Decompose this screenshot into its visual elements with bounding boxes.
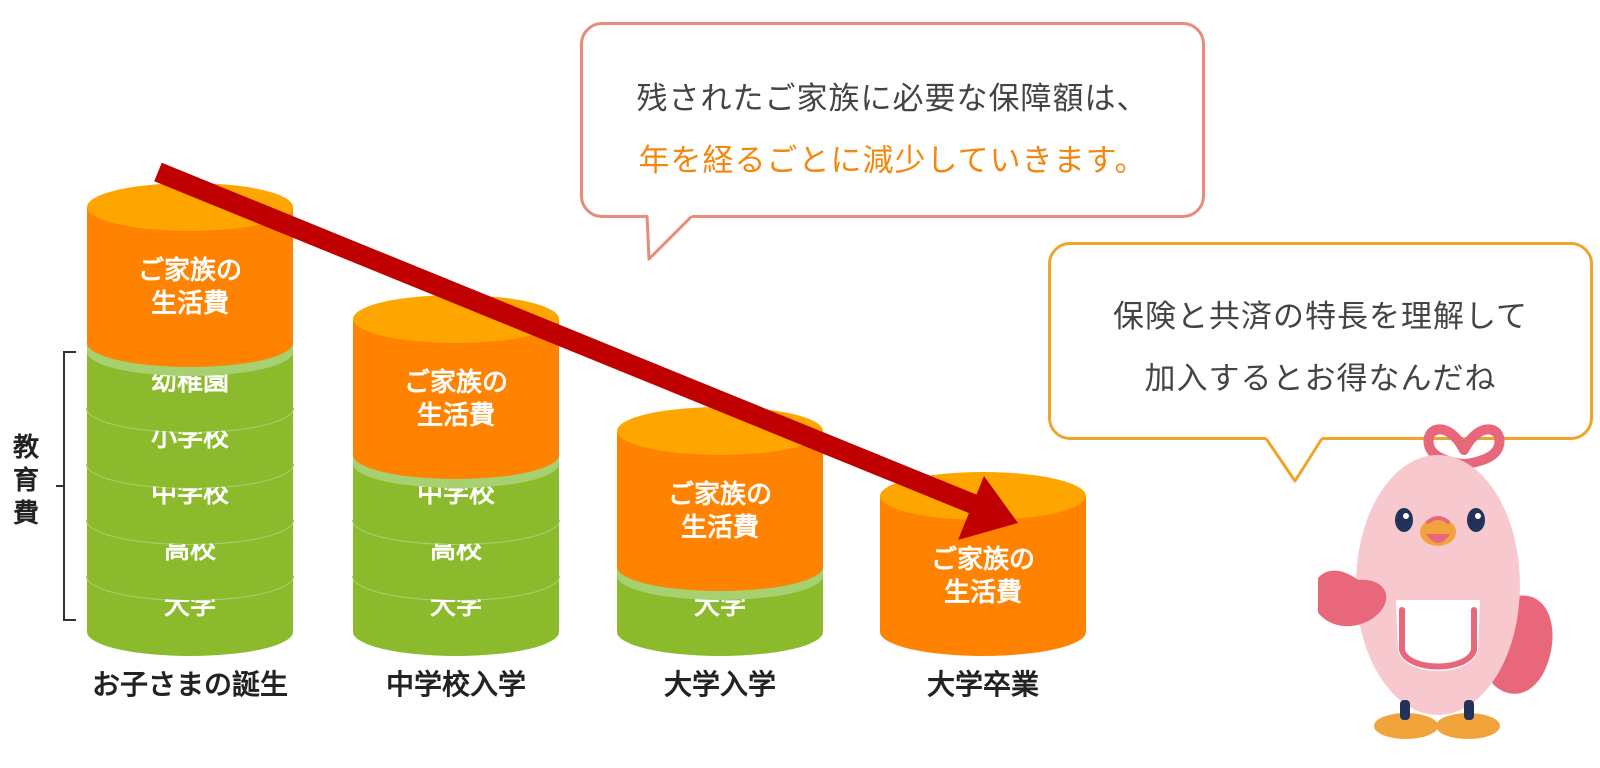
- speech-bubble-decreasing-coverage: 残されたご家族に必要な保障額は、 年を経るごとに減少していきます。: [580, 22, 1205, 261]
- stage-label: 大学卒業: [927, 668, 1039, 701]
- living-expense-segment: [617, 431, 823, 591]
- decreasing-arrow-shaft: [154, 162, 982, 516]
- stage-label: 中学校入学: [386, 668, 526, 701]
- living-expense-label: ご家族の生活費: [931, 544, 1035, 608]
- bubble-tail-icon: [645, 215, 695, 261]
- speech-bubble-mascot: 保険と共済の特長を理解して 加入するとお得なんだね: [1048, 242, 1593, 483]
- bubble-right-line-2: 加入するとお得なんだね: [1144, 361, 1497, 397]
- cylinder-top: [87, 183, 293, 231]
- stage-label: 大学入学: [664, 668, 776, 701]
- living-expense-segment: [880, 496, 1086, 656]
- bubble-right-line-1: 保険と共済の特長を理解して: [1112, 299, 1529, 335]
- living-expense-segment: [353, 319, 559, 479]
- bubble-top-line-1: 残されたご家族に必要な保障額は、: [636, 81, 1149, 117]
- decreasing-arrow-head-icon: [958, 476, 1018, 540]
- living-expense-segment: [87, 207, 293, 367]
- bird-mascot-icon: [1318, 424, 1553, 739]
- bubble-tail-icon: [1263, 437, 1325, 483]
- living-expense-label: ご家族の生活費: [404, 367, 508, 431]
- living-expense-label: ご家族の生活費: [138, 255, 242, 319]
- bracket-label: 教育費: [13, 433, 39, 529]
- education-bracket: [56, 351, 76, 621]
- living-expense-label: ご家族の生活費: [668, 479, 772, 543]
- bubble-top-line-2: 年を経るごとに減少していきます。: [638, 143, 1147, 179]
- stage-label: お子さまの誕生: [92, 668, 288, 701]
